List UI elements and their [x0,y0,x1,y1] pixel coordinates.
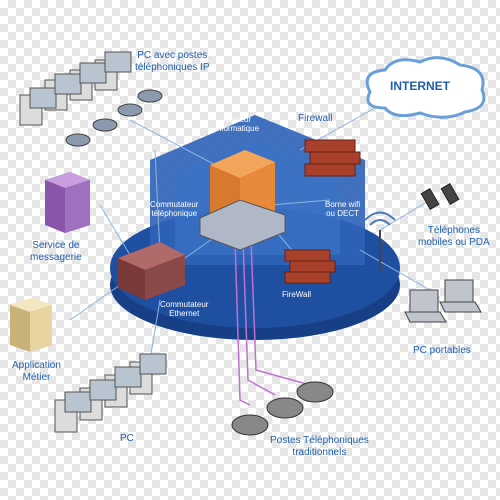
firewall-mid-bricks [284,249,336,284]
label-service-messagerie: Service de messagerie [30,240,82,263]
label-pc: PC [120,433,134,444]
label-pc-ip: PC avec postes téléphoniques IP [135,50,210,73]
switch-box [118,242,185,300]
laptops [404,279,482,323]
label-pc-portables: PC portables [413,345,471,356]
phone-wires [234,239,311,406]
label-commutateur-eth: Commutateur Ethernet [160,300,209,318]
firewall-top-bricks [304,139,361,177]
label-application-metier: Application Métier [12,360,61,383]
label-internet: INTERNET [390,79,450,93]
pc-ip-group [19,51,163,147]
label-firewall-top: Firewall [298,113,333,124]
label-postes-telephoniques: Postes Téléphoniques traditionnels [270,435,369,458]
wifi-antenna [364,211,396,272]
server-tower [199,150,286,251]
label-firewall-mid: FireWall [282,290,312,299]
label-borne: Borne wifi ou DECT [325,200,361,218]
label-telephones-mobiles: Téléphones mobiles ou PDA [418,225,490,248]
label-serveur: Serveur informatique [215,115,260,133]
application-server [10,298,52,352]
label-commutateur-tel: Commutateur téléphonique [150,200,199,218]
traditional-phones [231,381,334,436]
internet-cloud [365,56,486,119]
messagerie-server [45,172,90,233]
pc-group [54,353,167,433]
mobile-phones [420,183,460,210]
